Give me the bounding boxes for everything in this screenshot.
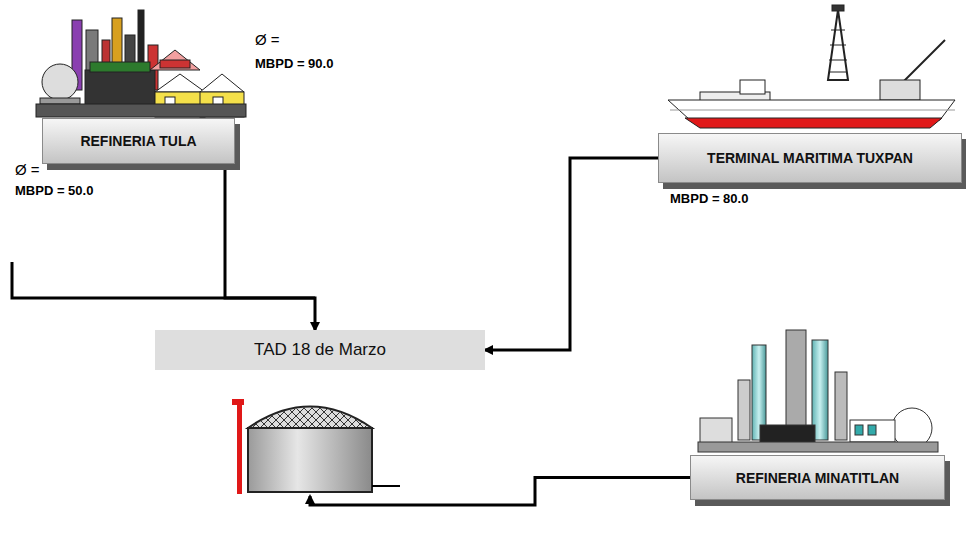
node-text: REFINERIA TULA bbox=[72, 133, 204, 149]
node-text: TAD 18 de Marzo bbox=[246, 340, 394, 360]
flow-label: MBPD = 50.0 bbox=[15, 183, 93, 198]
node-text: TERMINAL MARITIMA TUXPAN bbox=[699, 150, 921, 166]
node-text: REFINERIA MINATITLAN bbox=[728, 470, 907, 486]
minatitlan-refinery-picture bbox=[698, 330, 938, 452]
incoming-pipeline bbox=[12, 262, 315, 298]
storage-tank-picture bbox=[232, 399, 400, 494]
flow-label: MBPD = 90.0 bbox=[255, 56, 333, 71]
flow-label: MBPD = 80.0 bbox=[670, 191, 748, 206]
pipeline-arrow bbox=[485, 158, 658, 350]
flow-label: Ø = bbox=[15, 162, 40, 177]
pipeline-arrow bbox=[225, 164, 315, 330]
flow-label: Ø = bbox=[255, 32, 280, 47]
tula-refinery-picture bbox=[36, 10, 246, 117]
terminal-label-box: TAD 18 de Marzo bbox=[155, 330, 485, 370]
location-label-box: TERMINAL MARITIMA TUXPAN bbox=[658, 133, 962, 183]
location-label-box: REFINERIA TULA bbox=[42, 118, 235, 164]
pipeline-arrow bbox=[310, 478, 690, 506]
tuxpan-ship-picture bbox=[668, 5, 955, 128]
location-label-box: REFINERIA MINATITLAN bbox=[690, 455, 945, 500]
